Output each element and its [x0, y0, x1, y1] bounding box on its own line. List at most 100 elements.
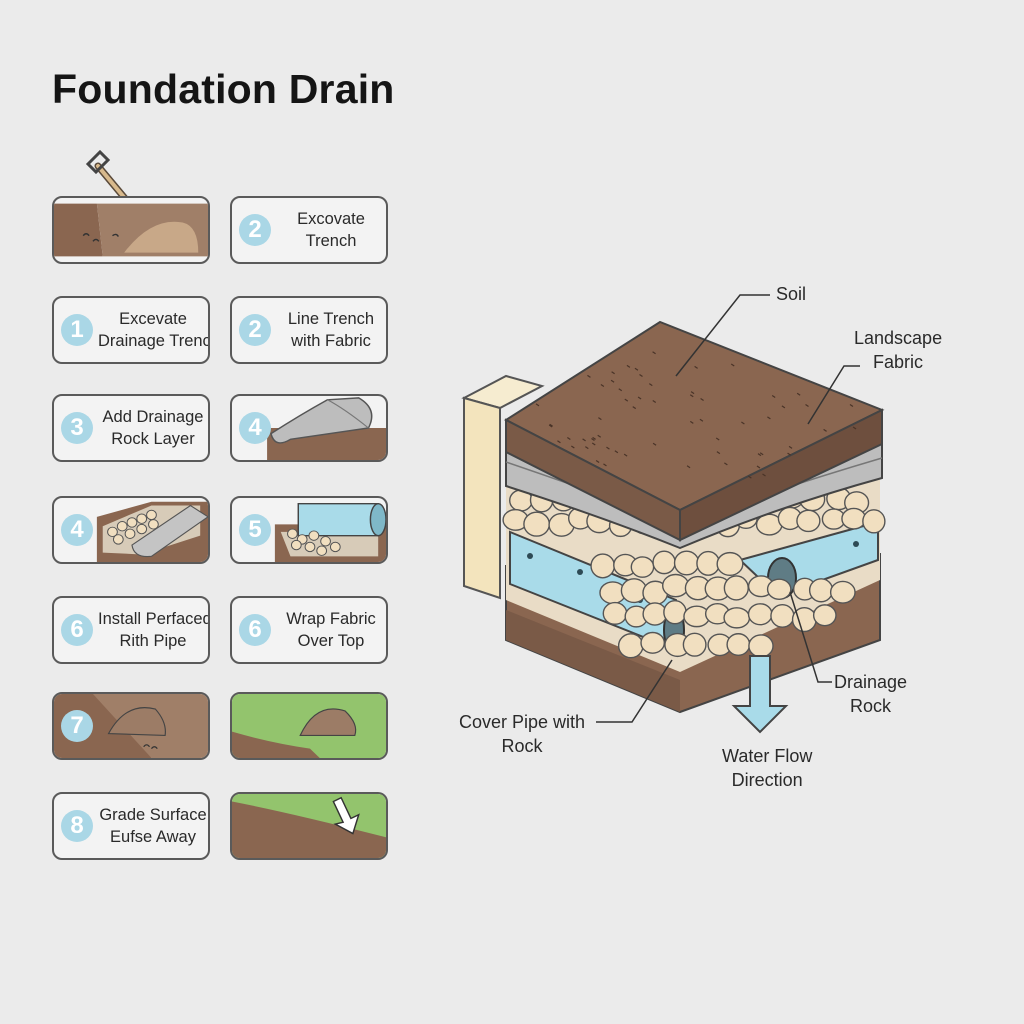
step-number-badge: 7 [61, 710, 93, 742]
rock-cobble [862, 509, 886, 534]
soil-speck [724, 462, 728, 466]
rock-cobble [663, 600, 687, 625]
soil-speck [852, 426, 857, 430]
arrow-icon [332, 796, 360, 835]
soil-speck [823, 428, 827, 432]
soil-speck [582, 438, 586, 442]
step-card [52, 196, 210, 264]
soil-speck [652, 399, 657, 403]
soil-speck [689, 420, 694, 424]
soil-speck [849, 404, 854, 408]
soil-speck [788, 445, 793, 449]
soil-speck [595, 460, 600, 464]
step-number-badge: 4 [239, 412, 271, 444]
rock-cobble [642, 602, 668, 626]
soil-speck [771, 394, 776, 398]
soil-speck [535, 403, 540, 407]
step-number-badge: 2 [239, 214, 271, 246]
rock-cobble [590, 553, 616, 579]
soil-speck [690, 391, 695, 395]
trench-scene [54, 203, 208, 257]
rock-cobble [766, 578, 792, 600]
rock-cobble [748, 634, 774, 658]
soil-speck [759, 452, 764, 456]
soil-speck [652, 351, 656, 355]
soil-speck [781, 405, 786, 409]
soil-speck [626, 364, 631, 368]
rock-cobble [682, 632, 707, 657]
rock-cobble [723, 575, 749, 601]
rock-cobble [661, 573, 690, 598]
soil-speck [548, 424, 553, 428]
soil-speck [787, 452, 791, 456]
soil-speck [598, 417, 602, 421]
soil-speck [591, 437, 595, 441]
soil-speck [592, 436, 596, 440]
soil-speck [686, 465, 691, 469]
rock-cobble [812, 604, 837, 627]
pipe-scene [274, 502, 386, 562]
soil-speck [571, 445, 575, 449]
soil-speck [610, 379, 615, 383]
soil-speck [557, 440, 561, 444]
rock-cobble [640, 631, 665, 654]
water-flow-arrow-icon [731, 655, 789, 734]
rock-cobble [723, 607, 751, 629]
rock-cobble [673, 550, 700, 576]
soil-speck [741, 421, 745, 425]
soil-speck [767, 416, 771, 420]
soil-speck [611, 371, 615, 375]
soil-speck [699, 418, 704, 422]
soil-speck [700, 398, 704, 402]
rock-cobble [716, 551, 744, 577]
soil-speck [591, 442, 596, 446]
rock-cobble [796, 509, 821, 533]
step-card: 4 [230, 394, 388, 462]
soil-speck [730, 363, 735, 367]
drain-cross-section [461, 294, 886, 734]
fabric-scene [267, 397, 386, 460]
step-card: 5 [230, 496, 388, 564]
rock-cobble [841, 507, 867, 530]
rock-cobble [829, 580, 856, 604]
step-card [230, 792, 388, 860]
soil-speck [757, 453, 762, 457]
step-number-badge: 5 [239, 514, 271, 546]
soil-speck [689, 394, 694, 398]
soil-speck [756, 465, 761, 469]
rock-cobble [808, 578, 834, 603]
soil-speck [587, 374, 591, 378]
rock-cobble [523, 511, 551, 537]
soil-speck [549, 423, 553, 427]
soil-speck [632, 406, 637, 410]
rock-cobble [630, 556, 655, 578]
rock-cobble [696, 550, 721, 576]
step-number-badge: 4 [61, 514, 93, 546]
soil-speck [614, 450, 619, 454]
step-card: 4 [52, 496, 210, 564]
rock-layer-scene [96, 501, 208, 562]
soil-speck [603, 463, 607, 467]
grass-cover-scene [232, 694, 386, 758]
grade-surface-scene [232, 794, 386, 858]
backfill-scene [54, 694, 208, 758]
soil-speck [600, 384, 605, 388]
soil-speck [606, 446, 610, 450]
rock-cobble [617, 633, 644, 659]
soil-speck [805, 403, 809, 407]
soil-speck [716, 451, 721, 455]
rock-cobble [652, 550, 676, 575]
